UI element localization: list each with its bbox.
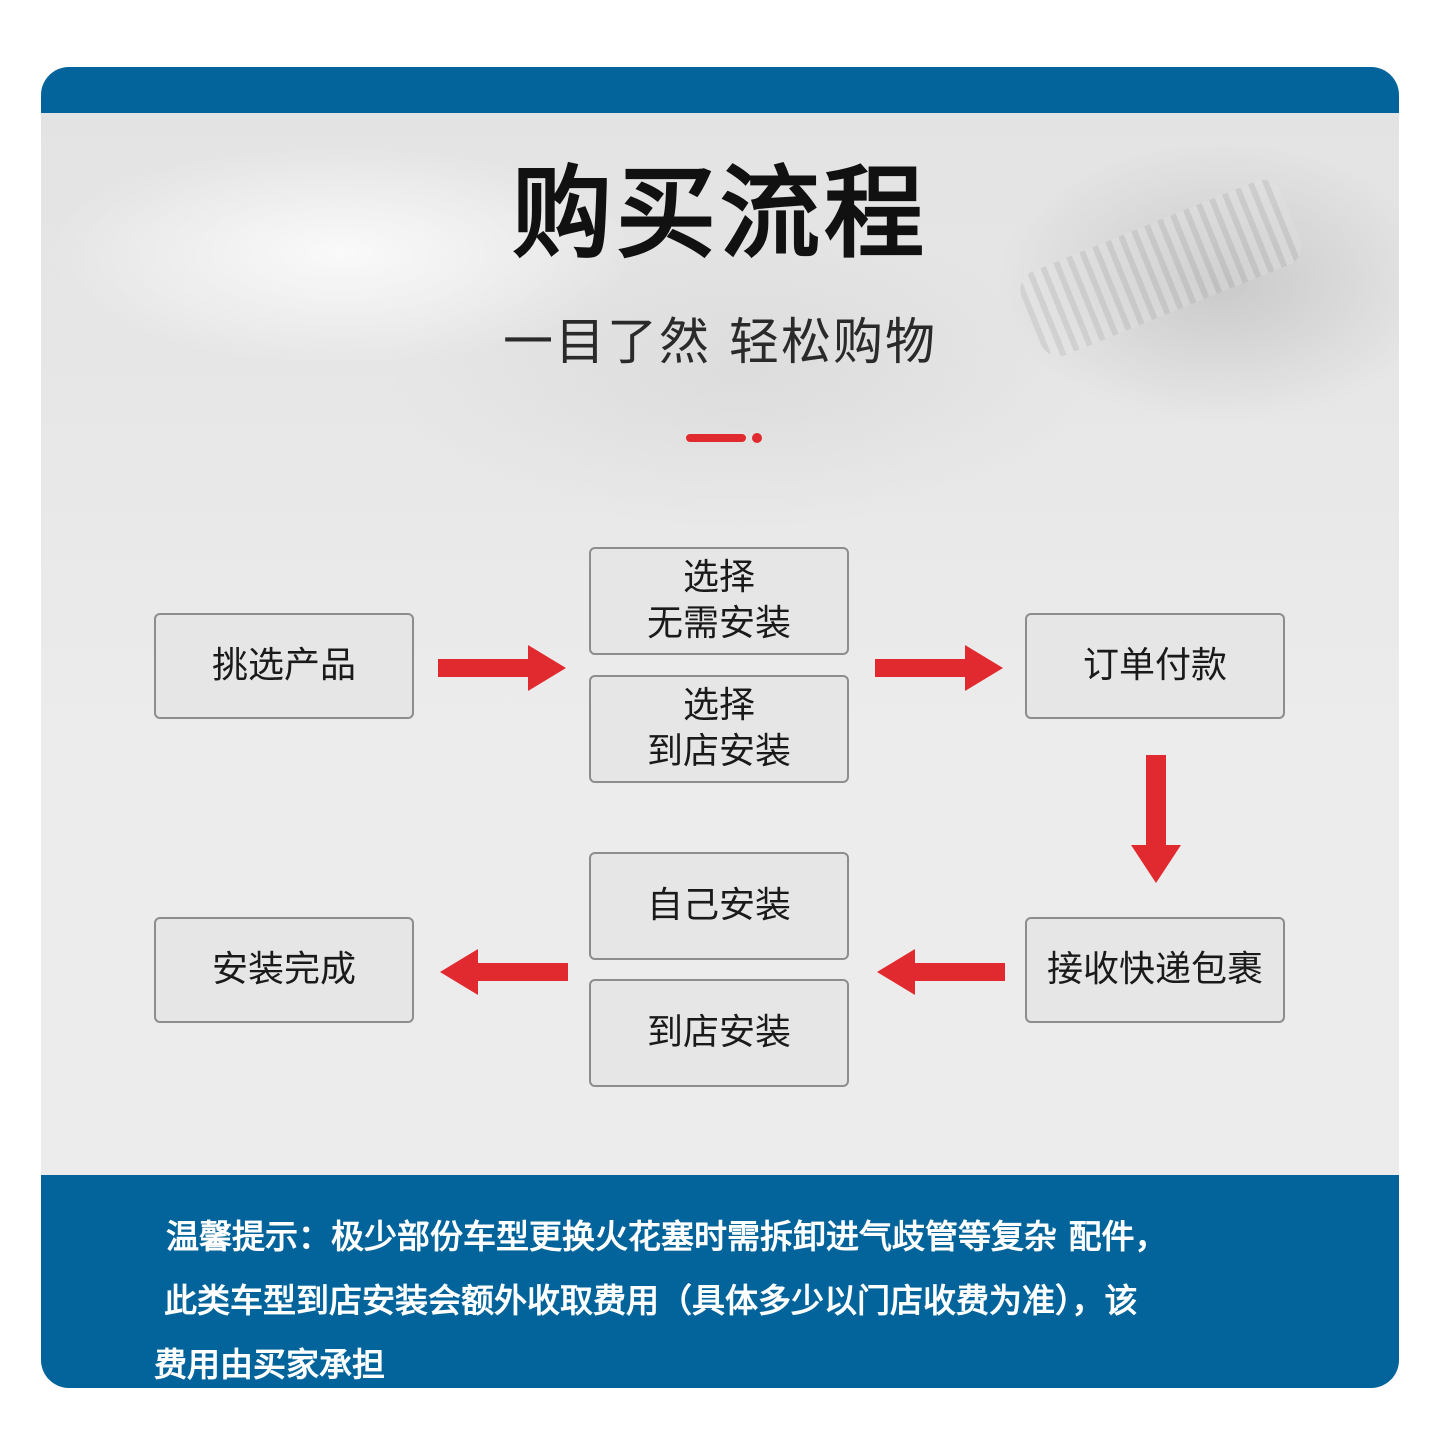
step-pick-product: 挑选产品 — [154, 613, 414, 719]
right-arrow-icon — [438, 643, 568, 693]
notice-line-3: 费用由买家承担 — [154, 1333, 1304, 1388]
step-install-complete: 安装完成 — [154, 917, 414, 1023]
step-choose-no-install: 选择 无需安装 — [589, 547, 849, 655]
notice-line-2: 此类车型到店安装会额外收取费用（具体多少以门店收费为准），该 — [154, 1269, 1304, 1333]
left-arrow-icon — [875, 947, 1005, 997]
top-bar — [41, 67, 1399, 113]
notice-text: 温馨提示：极少部份车型更换火花塞时需拆卸进气歧管等复杂 配件， 此类车型到店安装… — [154, 1205, 1304, 1388]
notice-line-1: 温馨提示：极少部份车型更换火花塞时需拆卸进气歧管等复杂 配件， — [154, 1205, 1304, 1269]
title-divider-dot — [752, 433, 762, 443]
step-receive-package: 接收快递包裹 — [1025, 917, 1285, 1023]
step-store-install: 到店安装 — [589, 979, 849, 1087]
down-arrow-icon — [1129, 755, 1183, 885]
page-subtitle: 一目了然 轻松购物 — [41, 312, 1399, 372]
step-self-install: 自己安装 — [589, 852, 849, 960]
notice-band: 温馨提示：极少部份车型更换火花塞时需拆卸进气歧管等复杂 配件， 此类车型到店安装… — [41, 1175, 1399, 1388]
title-divider-dash — [686, 434, 746, 442]
step-choose-store-install: 选择 到店安装 — [589, 675, 849, 783]
page-title: 购买流程 — [41, 159, 1399, 269]
right-arrow-icon — [875, 643, 1005, 693]
purchase-flow-card: 购买流程 一目了然 轻松购物 挑选产品 选择 无需安装 选择 到店安装 订单付款… — [41, 67, 1399, 1388]
left-arrow-icon — [438, 947, 568, 997]
step-order-payment: 订单付款 — [1025, 613, 1285, 719]
